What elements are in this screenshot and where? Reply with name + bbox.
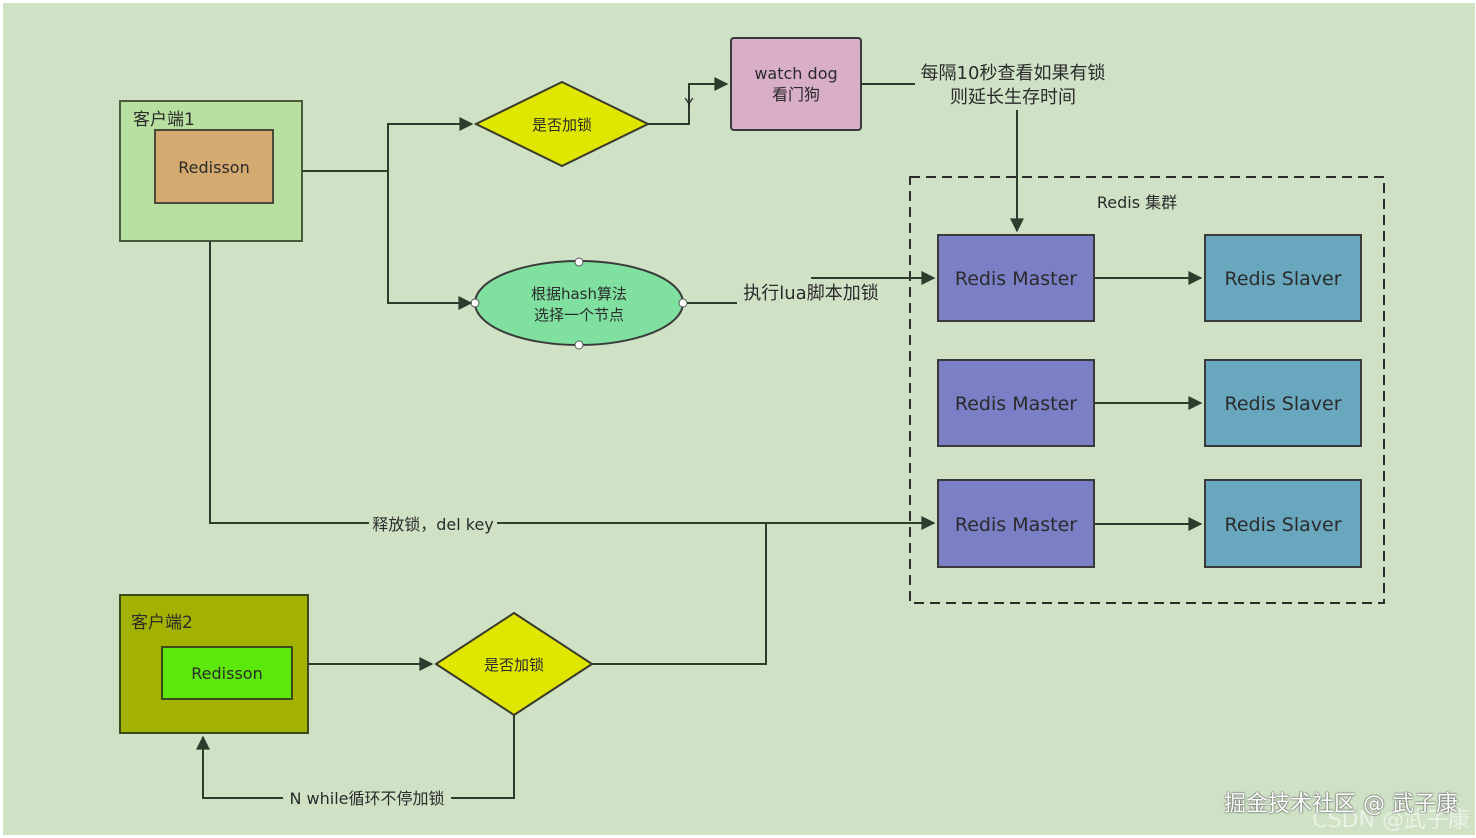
- client2-title: 客户端2: [131, 613, 193, 633]
- redis-slave-2: [1204, 359, 1362, 447]
- edge-to-decision1: [387, 117, 474, 171]
- watchdog-note-2: 则延长生存时间: [950, 87, 1076, 108]
- watchdog-box: watch dog 看门狗: [730, 37, 862, 131]
- redis-master-1-label: Redis Master: [955, 268, 1077, 290]
- edge-to-hash-node: [387, 171, 473, 310]
- hash-node-label-2: 选择一个节点: [534, 306, 624, 324]
- hash-node-label-1: 根据hash算法: [531, 285, 627, 303]
- flow-diagram: 客户端1 Redisson 客户端2 Redisson 是否加锁 是否加锁 wa…: [119, 37, 1385, 809]
- edge-yes-to-watchdog: [648, 77, 729, 125]
- redis-master-2: [937, 359, 1095, 447]
- redis-slave-1: [1204, 234, 1362, 322]
- client2-box: 客户端2 Redisson: [119, 594, 309, 734]
- redis-master-3-label: Redis Master: [955, 514, 1077, 536]
- watermark: 掘金技术社区 @ 武子康: [1224, 792, 1458, 817]
- client1-redisson-label: Redisson: [178, 158, 249, 177]
- cluster-title: Redis 集群: [1097, 193, 1177, 212]
- hash-node-ellipse: 根据hash算法 选择一个节点: [470, 257, 688, 350]
- client1-title: 客户端1: [133, 110, 195, 130]
- lua-label: 执行lua脚本加锁: [743, 283, 878, 304]
- watchdog-label-2: 看门狗: [772, 85, 820, 104]
- redis-cluster: Redis 集群 Redis Master Redis Slaver Redis…: [909, 176, 1385, 604]
- redis-slave-2-label: Redis Slaver: [1224, 393, 1341, 415]
- redis-slave-1-label: Redis Slaver: [1224, 268, 1341, 290]
- edge-decision2-to-master3: [592, 523, 767, 665]
- redis-master-2-label: Redis Master: [955, 393, 1077, 415]
- loop-label-bg: [283, 787, 451, 809]
- release-label-bg: [369, 513, 497, 535]
- redis-slave-3-label: Redis Slaver: [1224, 514, 1341, 536]
- edge-release-lock: [209, 241, 936, 530]
- decision2-diamond: 是否加锁: [434, 611, 594, 717]
- lua-label-bg: [737, 282, 885, 306]
- client2-redisson-label: Redisson: [191, 664, 262, 683]
- decision1-diamond: 是否加锁: [473, 80, 651, 168]
- decision1-label: 是否加锁: [532, 116, 592, 134]
- connector-point: [678, 298, 688, 308]
- redis-slave-3: [1204, 479, 1362, 568]
- loop-label: N while循环不停加锁: [289, 789, 444, 808]
- connector-point: [574, 257, 584, 267]
- release-label: 释放锁，del key: [372, 515, 494, 534]
- client1-box: 客户端1 Redisson: [119, 100, 303, 242]
- watchdog-note-1: 每隔10秒查看如果有锁: [921, 63, 1106, 84]
- connector-point: [470, 298, 480, 308]
- yes-label: Y: [683, 95, 694, 113]
- redis-master-1: [937, 234, 1095, 322]
- watermark-faint: CSDN @武子康: [1312, 808, 1470, 833]
- connector-point: [574, 340, 584, 350]
- watchdog-label-1: watch dog: [754, 64, 837, 83]
- client2-redisson: [161, 646, 293, 700]
- diagram-canvas: 客户端1 Redisson 客户端2 Redisson 是否加锁 是否加锁 wa…: [3, 3, 1475, 835]
- redis-master-3: [937, 479, 1095, 568]
- client1-redisson: [154, 129, 274, 204]
- decision2-label: 是否加锁: [484, 656, 544, 674]
